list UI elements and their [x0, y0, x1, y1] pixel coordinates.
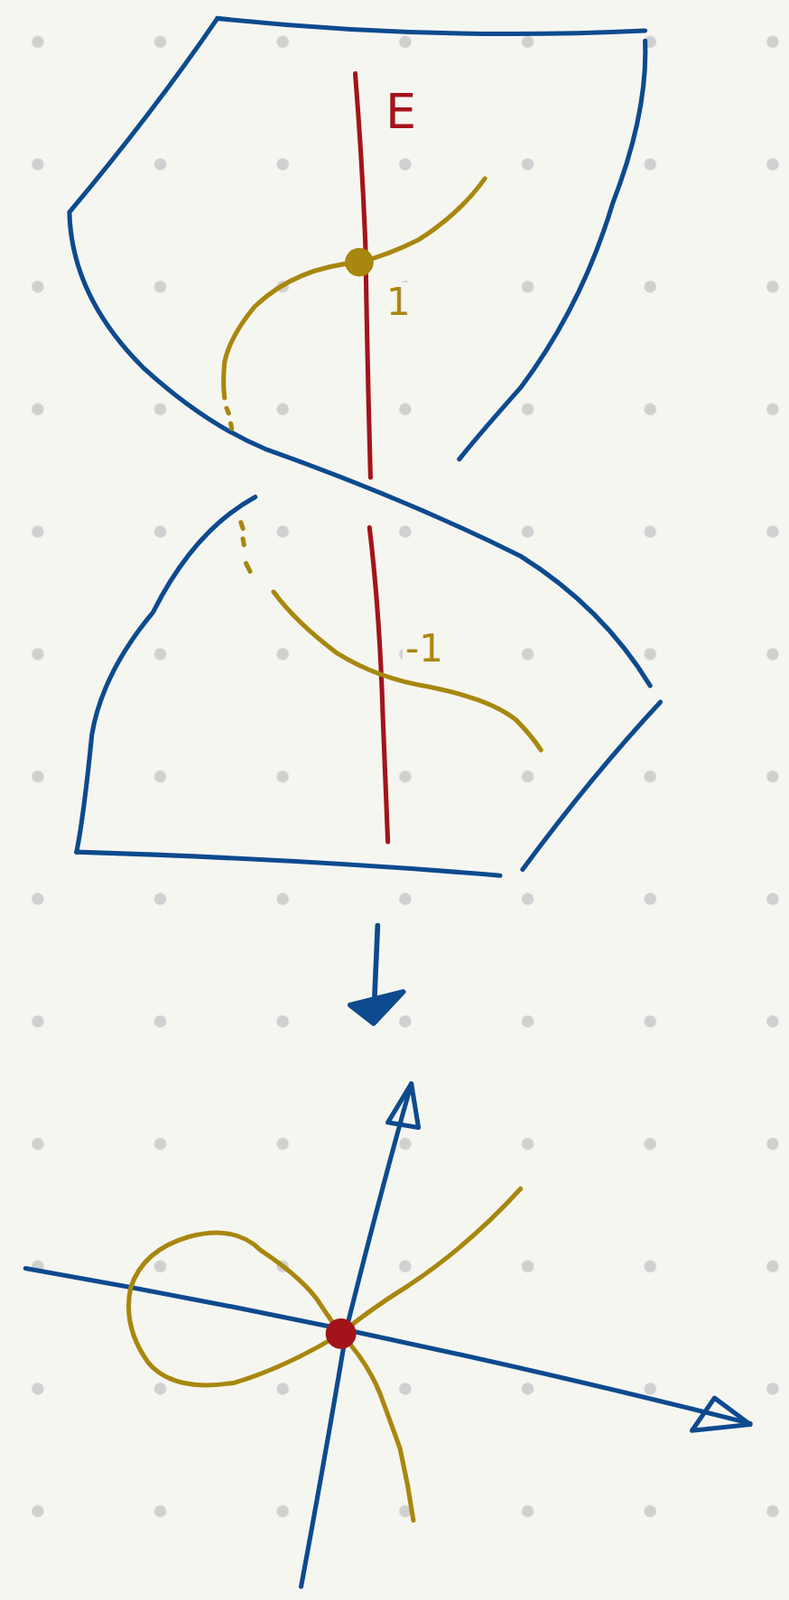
exceptional-divisor	[354, 73, 388, 842]
intersection-number: 1	[383, 282, 414, 323]
nodal-curve	[129, 1188, 521, 1521]
strict-transform	[223, 178, 542, 751]
surface	[69, 18, 661, 876]
intersection-point	[344, 248, 374, 278]
blowdown-arrow	[350, 926, 404, 1025]
node-point	[325, 1318, 357, 1350]
intersection-number: -1	[402, 629, 446, 669]
axes	[25, 1084, 751, 1588]
divisor-label: E	[382, 86, 419, 138]
